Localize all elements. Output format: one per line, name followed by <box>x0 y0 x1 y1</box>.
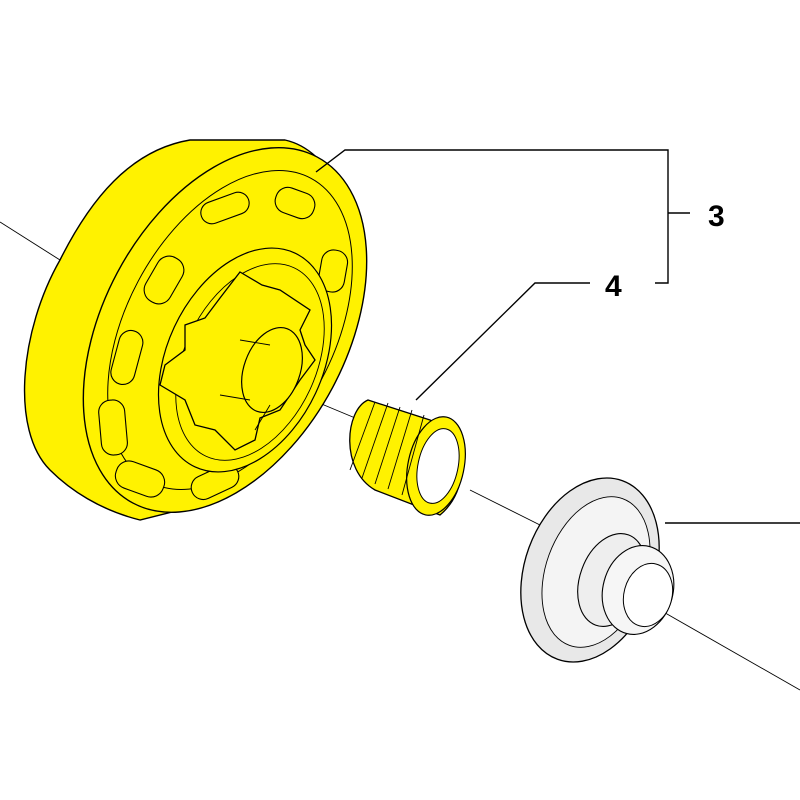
callout-4: 4 <box>605 270 622 303</box>
needle-bearing <box>349 399 466 516</box>
callout-3: 3 <box>708 200 725 233</box>
leader-line-3 <box>315 149 669 284</box>
clutch-washer-spindle <box>520 477 675 663</box>
leader-line-4 <box>415 282 590 401</box>
sprocket <box>159 271 316 451</box>
